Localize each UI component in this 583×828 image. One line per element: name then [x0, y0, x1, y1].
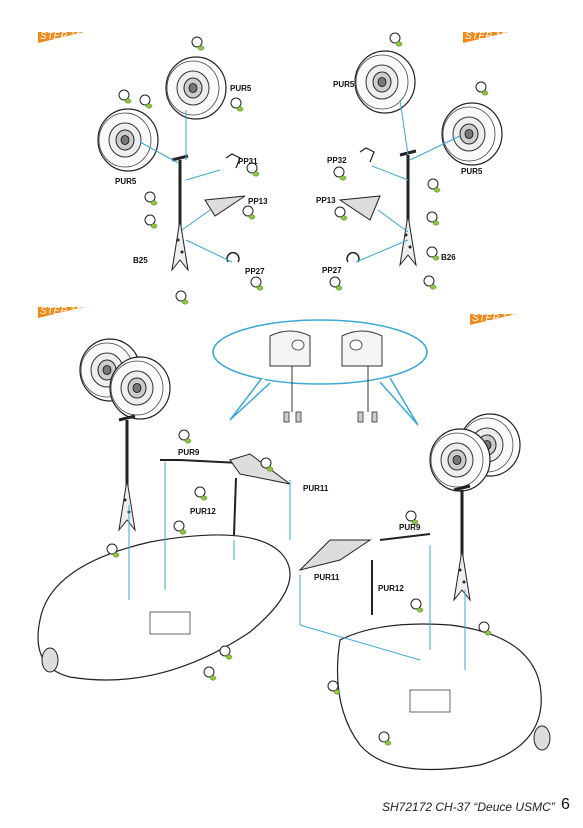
label-pur11: PUR11 [303, 484, 329, 493]
step-11-banner: STEP 11 [38, 31, 84, 43]
label-pur9: PUR9 [178, 448, 200, 457]
step-11-art [97, 36, 264, 305]
label-pur11: PUR11 [314, 573, 340, 582]
label-pur5: PUR5 [461, 167, 483, 176]
label-pur5: PUR5 [333, 80, 355, 89]
step-12-label: STEP 12 [465, 31, 507, 42]
label-pp13: PP13 [248, 197, 268, 206]
label-b26: B26 [441, 253, 456, 262]
label-pp31: PP31 [238, 157, 258, 166]
step-13-banner: STEP 13 [38, 306, 84, 318]
callout-bubble [212, 319, 428, 426]
label-pur5: PUR5 [115, 177, 137, 186]
step-14-banner: STEP 14 [470, 313, 516, 325]
label-pp32: PP32 [327, 156, 347, 165]
label-pp27: PP27 [245, 267, 265, 276]
step-13-art [37, 338, 291, 681]
label-pp27: PP27 [322, 266, 342, 275]
label-pp13: PP13 [316, 196, 336, 205]
label-b25: B25 [133, 256, 148, 265]
step-12-art [329, 32, 503, 291]
step-14-label: STEP 14 [472, 313, 514, 324]
label-pur12: PUR12 [190, 507, 216, 516]
step-11-label: STEP 11 [40, 31, 82, 42]
label-pur5: PUR5 [230, 84, 252, 93]
step-12-banner: STEP 12 [463, 31, 509, 43]
document-footer: SH72172 CH-37 “Deuce USMC” [382, 800, 555, 814]
page-number: 6 [561, 796, 570, 813]
label-pur12: PUR12 [378, 584, 404, 593]
step-14-art [298, 413, 551, 771]
step-13-label: STEP 13 [40, 306, 82, 317]
label-pur9: PUR9 [399, 523, 421, 532]
